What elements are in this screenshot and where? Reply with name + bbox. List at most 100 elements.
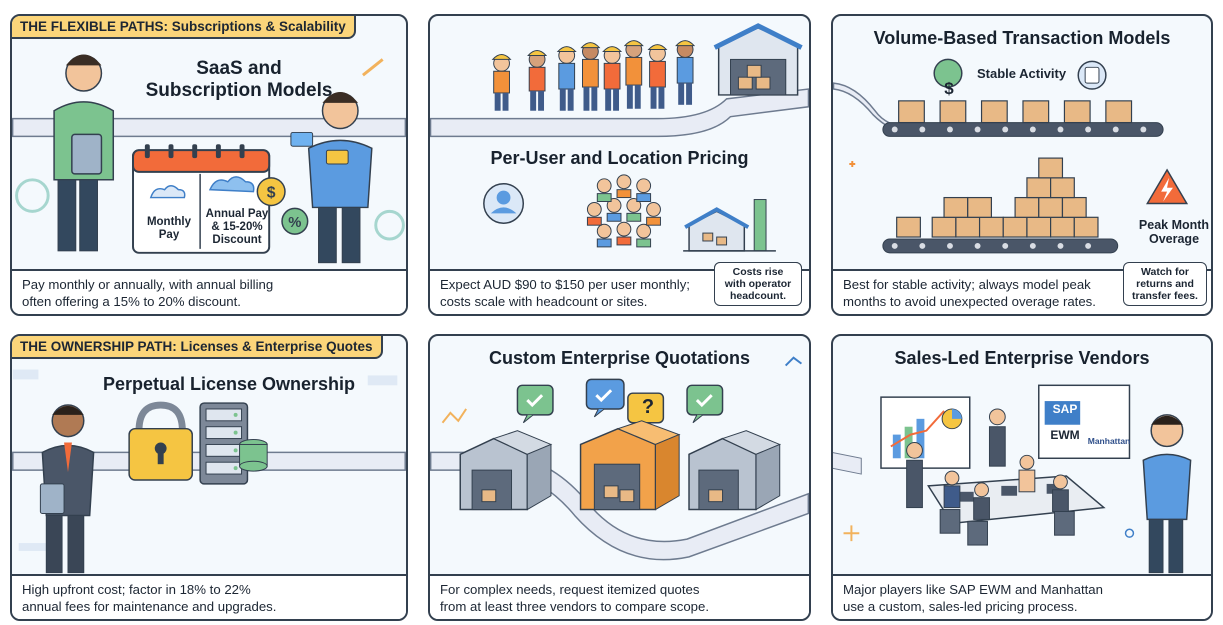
custom-caption: For complex needs, request itemized quot…	[430, 574, 809, 619]
deco-brick	[18, 543, 49, 551]
meeting-people-icon	[906, 408, 1068, 498]
note-line: with operator	[724, 278, 792, 290]
note-line: transfer fees.	[1132, 290, 1198, 302]
note-line: Watch for	[1140, 266, 1190, 278]
sap-logo	[1044, 401, 1081, 425]
dollar-coin-icon	[256, 177, 286, 207]
person-left-icon	[53, 54, 115, 252]
monthly-pay-line: Monthly	[146, 216, 192, 228]
custom-title: Custom Enterprise Quotations	[488, 348, 751, 368]
per-user-illustration	[430, 23, 809, 252]
deco-brick	[367, 375, 398, 386]
per-user-caption: Expect AUD $90 to $150 per user monthly;…	[430, 269, 709, 314]
caption-line: Best for stable activity; always model p…	[843, 277, 1091, 292]
dollar-circle-icon	[933, 58, 963, 88]
server-rack-icon	[199, 402, 249, 485]
peak-line: Overage	[1148, 232, 1200, 246]
custom-illustration	[430, 356, 809, 561]
note-line: returns and	[1136, 278, 1194, 290]
user-avatar-icon	[483, 183, 525, 224]
monthly-pay-line: Pay	[158, 229, 180, 241]
deco-sparkle	[843, 525, 860, 542]
ewm-label: EWM	[1050, 428, 1080, 442]
manhattan-label: Manhattan	[1087, 436, 1131, 446]
cloud-icon	[149, 184, 186, 199]
caption-line: High upfront cost; factor in 18% to 22%	[22, 582, 251, 597]
percent-coin-icon	[281, 207, 309, 235]
warehouse-icon	[713, 23, 803, 96]
stable-activity-label: Stable Activity	[977, 66, 1067, 81]
saas-illustration: $ %	[12, 54, 406, 264]
peak-month-label: Peak Month Overage	[1133, 218, 1211, 246]
caption-line: Expect AUD $90 to $150 per user monthly;	[440, 277, 690, 292]
annual-pay-label: Annual Pay & 15-20% Discount	[202, 208, 272, 247]
annual-pay-line: Annual Pay	[205, 208, 269, 220]
perpetual-title: Perpetual License Ownership	[102, 374, 356, 394]
note-line: Costs rise	[732, 266, 784, 278]
panel-perpetual: THE OWNERSHIP PATH: Licenses & Enterpris…	[10, 334, 408, 621]
sales-caption: Major players like SAP EWM and Manhattan…	[833, 574, 1211, 619]
dollar-glyph-icon: $	[944, 79, 954, 98]
warning-lightning-icon	[1146, 168, 1189, 205]
credit-card-icon	[290, 131, 314, 147]
operator-headcount-note-front: Costs rise with operator headcount.	[714, 262, 802, 306]
deco-zigzag	[441, 408, 467, 424]
sap-label: SAP	[1052, 402, 1078, 416]
perpetual-caption: High upfront cost; factor in 18% to 22% …	[12, 574, 406, 619]
saas-title: SaaS and Subscription Models	[122, 58, 356, 102]
deco-sparkle	[849, 161, 856, 167]
annual-pay-line: & 15-20%	[211, 221, 263, 233]
deco-circle	[374, 209, 405, 241]
caption-line: Major players like SAP EWM and Manhattan	[843, 582, 1103, 597]
calendar-icon	[132, 144, 271, 254]
crowd-icon	[586, 174, 661, 248]
warehouse-grey-icon	[459, 430, 553, 511]
dollar-symbol: $	[944, 79, 954, 98]
deco-brick	[12, 369, 39, 380]
growth-warehouse-icon	[683, 199, 776, 252]
warehouse-orange-icon	[579, 420, 681, 511]
saas-caption: Pay monthly or annually, with annual bil…	[12, 269, 406, 314]
workers-group-icon	[491, 40, 696, 111]
caption-line: use a custom, sales-led pricing process.	[843, 599, 1078, 614]
deco-circle	[15, 178, 50, 213]
ownership-path-banner: THE OWNERSHIP PATH: Licenses & Enterpris…	[12, 336, 383, 359]
caption-line: costs scale with headcount or sites.	[440, 294, 648, 309]
meeting-people-body	[906, 426, 1069, 520]
conveyor-band	[833, 452, 862, 475]
question-symbol: ?	[641, 396, 655, 418]
conveyor-bottom-icon	[882, 157, 1119, 254]
perpetual-illustration	[12, 369, 406, 574]
caption-line: months to avoid unexpected overage rates…	[843, 294, 1096, 309]
annual-pay-line: Discount	[212, 234, 262, 246]
vendor-board-icon	[1038, 384, 1131, 460]
padlock-icon	[128, 401, 193, 481]
folder-icon	[39, 483, 65, 514]
panel-custom: Custom Enterprise Quotations ? For compl…	[428, 334, 811, 621]
monthly-pay-label: Monthly Pay	[136, 216, 202, 242]
peak-line: Peak Month	[1138, 218, 1210, 232]
businessman-icon	[39, 404, 95, 574]
chart-board-icon	[880, 396, 971, 469]
chat-check-icon	[585, 378, 625, 418]
chat-check-icon	[686, 384, 724, 424]
deco-sparkle	[362, 58, 384, 77]
panel-sales: Sales-Led Enterprise Vendors SAP EWM Man…	[831, 334, 1213, 621]
tablet-icon	[71, 133, 103, 175]
deco-circle	[1124, 528, 1135, 538]
caption-line: from at least three vendors to compare s…	[440, 599, 710, 614]
panel-saas: $ % THE FLEXIBLE PATHS: Subscriptions & …	[10, 14, 408, 316]
credit-card-icon	[325, 149, 349, 165]
sales-illustration	[833, 384, 1192, 574]
invoice-icon	[1077, 60, 1107, 90]
saas-title-line: SaaS and	[196, 58, 282, 79]
caption-line: often offering a 15% to 20% discount.	[22, 294, 241, 309]
growth-bar	[753, 199, 767, 252]
warehouse-grey-icon	[688, 430, 782, 511]
person-right-icon	[290, 91, 373, 264]
volume-illustration	[833, 58, 1189, 254]
volume-title: Volume-Based Transaction Models	[873, 28, 1171, 48]
returns-fees-note: Watch for returns and transfer fees.	[1123, 262, 1207, 306]
chairs-icon	[939, 509, 1075, 546]
dollar-symbol: $	[267, 185, 276, 202]
